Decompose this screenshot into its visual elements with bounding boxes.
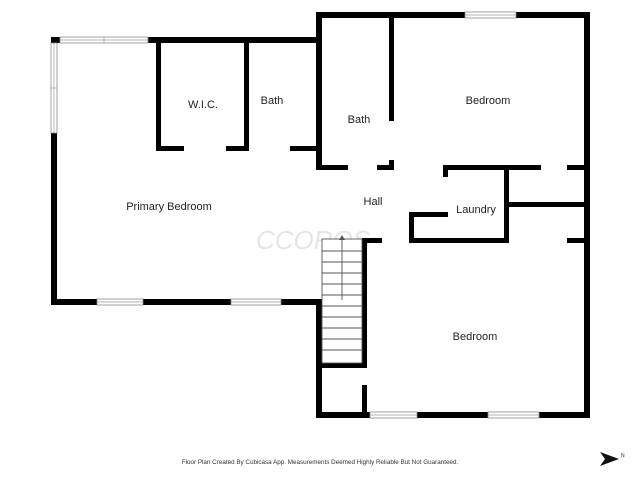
interior-walls [156, 15, 590, 418]
exterior-walls [51, 12, 590, 418]
room-label-bath-hall: Bath [348, 114, 371, 126]
compass-label: N [621, 453, 625, 459]
room-label-bath-primary: Bath [261, 95, 284, 107]
stair-arrow-icon [339, 235, 345, 240]
staircase [321, 235, 363, 364]
room-label-wic: W.I.C. [188, 99, 218, 111]
room-label-hall: Hall [364, 196, 383, 208]
room-label-bedroom-bottom: Bedroom [453, 331, 498, 343]
north-arrow-icon: N [600, 452, 625, 466]
footer-disclaimer: Floor Plan Created By Cubicasa App. Meas… [181, 459, 459, 466]
windows [50, 11, 540, 419]
room-labels: W.I.C. Bath Bath Bedroom Primary Bedroom… [126, 95, 510, 343]
room-label-laundry: Laundry [456, 204, 496, 216]
room-label-primary-bedroom: Primary Bedroom [126, 201, 212, 213]
room-label-bedroom-top: Bedroom [466, 95, 511, 107]
